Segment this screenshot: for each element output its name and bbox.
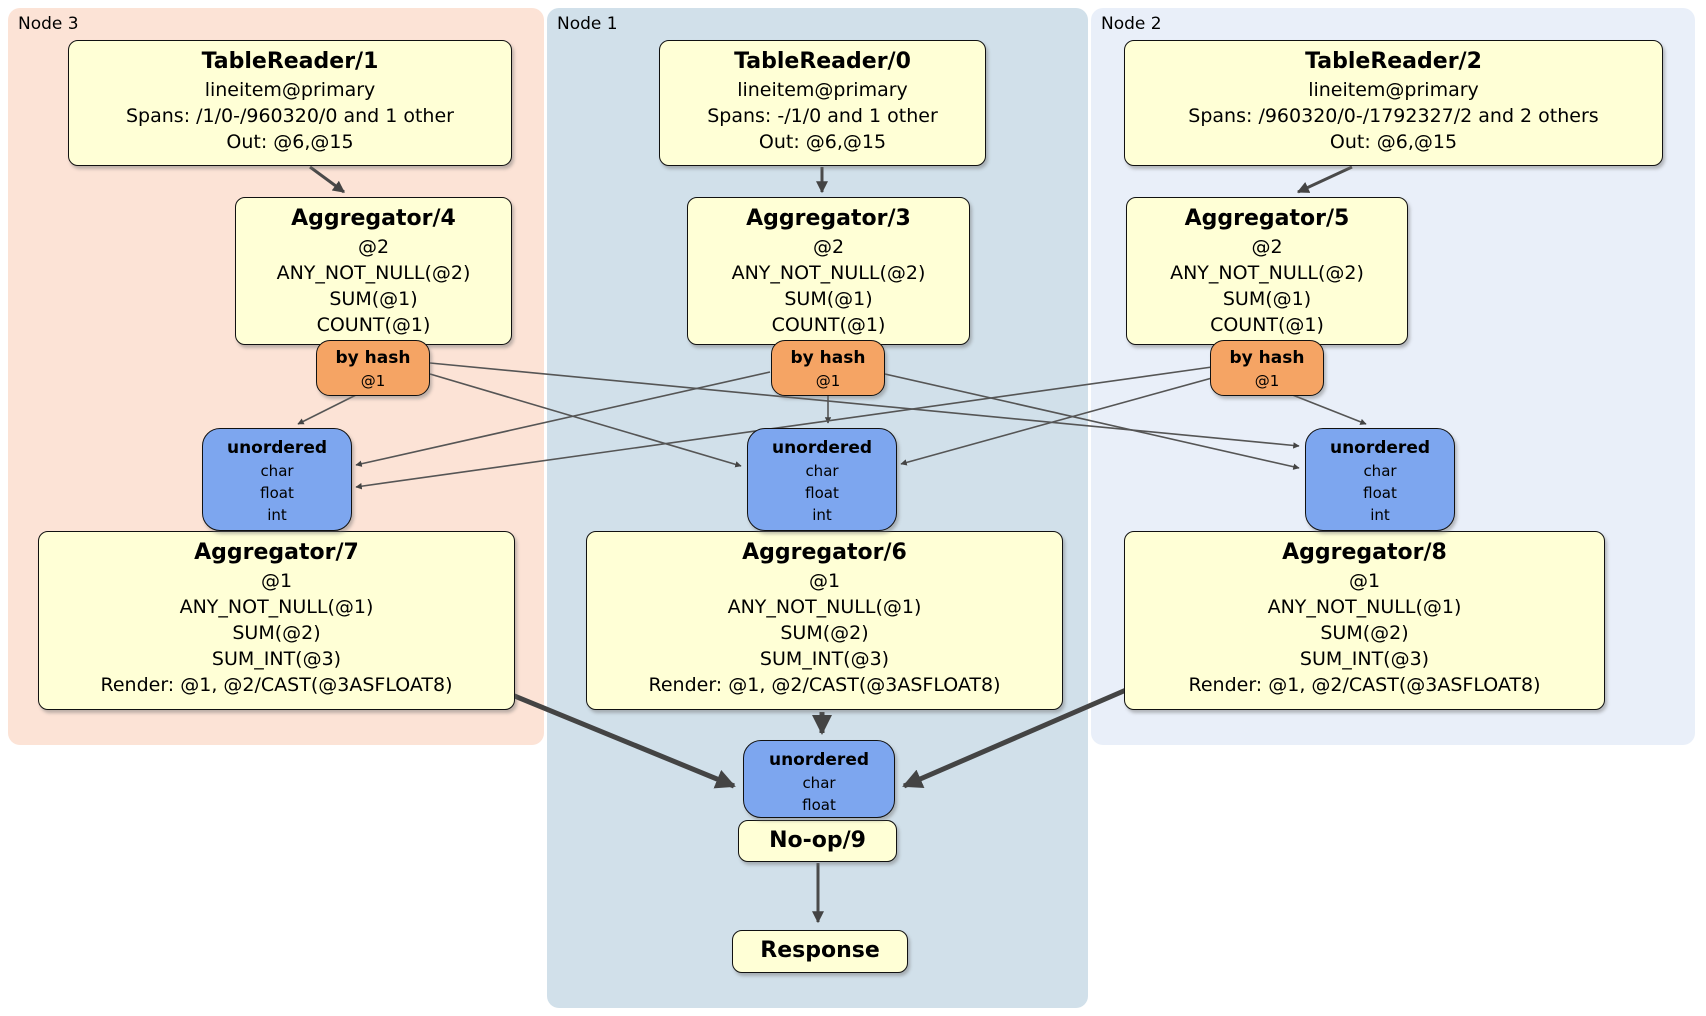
processor-detail-line: Out: @6,@15 [1329, 131, 1458, 153]
processor-detail-line: @1 [1348, 570, 1381, 592]
processor-title: Response [760, 938, 880, 963]
processor-detail-line: ANY_NOT_NULL(@1) [1267, 596, 1462, 618]
processor-tablereader-0: TableReader/0 lineitem@primary Spans: -/… [659, 40, 986, 166]
sync-title: unordered [768, 750, 870, 770]
processor-detail-line: SUM_INT(@3) [759, 648, 890, 670]
processor-detail-line: SUM(@1) [784, 288, 873, 310]
processor-title: TableReader/1 [201, 49, 379, 74]
processor-title: Aggregator/5 [1184, 206, 1350, 231]
processor-title: Aggregator/4 [291, 206, 456, 231]
processor-detail-line: ANY_NOT_NULL(@1) [727, 596, 922, 618]
processor-title: Aggregator/7 [194, 540, 359, 565]
processor-detail-line: Spans: -/1/0 and 1 other [707, 105, 938, 127]
processor-detail-line: SUM(@1) [329, 288, 418, 310]
node1-label: Node 1 [557, 14, 618, 34]
router-key: @1 [815, 372, 841, 390]
processor-detail-line: Spans: /1/0-/960320/0 and 1 other [126, 105, 454, 127]
node2-label: Node 2 [1101, 14, 1162, 34]
processor-detail-line: COUNT(@1) [771, 314, 886, 336]
router-key: @1 [1254, 372, 1280, 390]
router-title: by hash [335, 348, 411, 368]
router-by-hash-node3: by hash @1 [316, 340, 430, 396]
processor-detail-line: ANY_NOT_NULL(@1) [179, 596, 374, 618]
processor-detail-line: Spans: /960320/0-/1792327/2 and 2 others [1188, 105, 1599, 127]
processor-title: Aggregator/8 [1282, 540, 1447, 565]
processor-detail-line: @2 [1251, 236, 1283, 258]
processor-detail-line: Out: @6,@15 [758, 131, 887, 153]
processor-aggregator-4: Aggregator/4 @2 ANY_NOT_NULL(@2) SUM(@1)… [235, 197, 512, 345]
sync-column: float [802, 796, 836, 814]
processor-noop-9: No-op/9 [738, 820, 897, 862]
processor-detail-line: lineitem@primary [737, 79, 908, 101]
processor-tablereader-2: TableReader/2 lineitem@primary Spans: /9… [1124, 40, 1663, 166]
sync-unordered-final: unordered char float [743, 740, 895, 818]
processor-response: Response [732, 930, 908, 973]
processor-detail-line: Render: @1, @2/CAST(@3ASFLOAT8) [648, 674, 1001, 696]
sync-column: float [1363, 484, 1397, 502]
processor-aggregator-6: Aggregator/6 @1 ANY_NOT_NULL(@1) SUM(@2)… [586, 531, 1063, 710]
sync-title: unordered [226, 438, 328, 458]
processor-detail-line: SUM(@2) [780, 622, 869, 644]
sync-column: char [260, 462, 294, 480]
processor-detail-line: ANY_NOT_NULL(@2) [1170, 262, 1364, 284]
sync-unordered-node2: unordered char float int [1305, 428, 1455, 531]
processor-detail-line: ANY_NOT_NULL(@2) [276, 262, 471, 284]
processor-detail-line: SUM(@2) [1320, 622, 1409, 644]
processor-detail-line: SUM_INT(@3) [211, 648, 342, 670]
processor-aggregator-5: Aggregator/5 @2 ANY_NOT_NULL(@2) SUM(@1)… [1126, 197, 1408, 345]
processor-aggregator-7: Aggregator/7 @1 ANY_NOT_NULL(@1) SUM(@2)… [38, 531, 515, 710]
processor-detail-line: SUM(@2) [232, 622, 321, 644]
sync-unordered-node1: unordered char float int [747, 428, 897, 531]
processor-detail-line: @1 [808, 570, 841, 592]
processor-title: No-op/9 [769, 828, 866, 853]
processor-detail-line: SUM(@1) [1222, 288, 1312, 310]
sync-column: float [805, 484, 839, 502]
router-title: by hash [790, 348, 866, 368]
processor-detail-line: SUM_INT(@3) [1299, 648, 1430, 670]
processor-detail-line: COUNT(@1) [316, 314, 431, 336]
node3-label: Node 3 [18, 14, 79, 34]
sync-column: int [1370, 506, 1390, 524]
sync-column: float [260, 484, 294, 502]
processor-aggregator-8: Aggregator/8 @1 ANY_NOT_NULL(@1) SUM(@2)… [1124, 531, 1605, 710]
processor-detail-line: Out: @6,@15 [226, 131, 354, 153]
processor-detail-line: Render: @1, @2/CAST(@3ASFLOAT8) [100, 674, 453, 696]
processor-detail-line: lineitem@primary [204, 79, 376, 101]
processor-title: TableReader/2 [1305, 49, 1482, 74]
router-title: by hash [1229, 348, 1305, 368]
sync-column: char [802, 774, 836, 792]
sync-column: int [267, 506, 287, 524]
router-key: @1 [360, 372, 386, 390]
processor-detail-line: @2 [357, 236, 390, 258]
processor-aggregator-3: Aggregator/3 @2 ANY_NOT_NULL(@2) SUM(@1)… [687, 197, 970, 345]
sync-unordered-node3: unordered char float int [202, 428, 352, 531]
processor-detail-line: @1 [260, 570, 293, 592]
processor-detail-line: @2 [812, 236, 845, 258]
processor-detail-line: Render: @1, @2/CAST(@3ASFLOAT8) [1188, 674, 1541, 696]
sync-title: unordered [771, 438, 873, 458]
sync-column: int [812, 506, 832, 524]
processor-detail-line: lineitem@primary [1308, 79, 1479, 101]
processor-title: TableReader/0 [734, 49, 911, 74]
processor-tablereader-1: TableReader/1 lineitem@primary Spans: /1… [68, 40, 512, 166]
processor-title: Aggregator/6 [742, 540, 907, 565]
sync-column: char [805, 462, 839, 480]
processor-detail-line: ANY_NOT_NULL(@2) [731, 262, 926, 284]
processor-detail-line: COUNT(@1) [1210, 314, 1324, 336]
router-by-hash-node1: by hash @1 [771, 340, 885, 396]
sync-title: unordered [1329, 438, 1431, 458]
processor-title: Aggregator/3 [746, 206, 911, 231]
sync-column: char [1363, 462, 1397, 480]
router-by-hash-node2: by hash @1 [1210, 340, 1324, 396]
